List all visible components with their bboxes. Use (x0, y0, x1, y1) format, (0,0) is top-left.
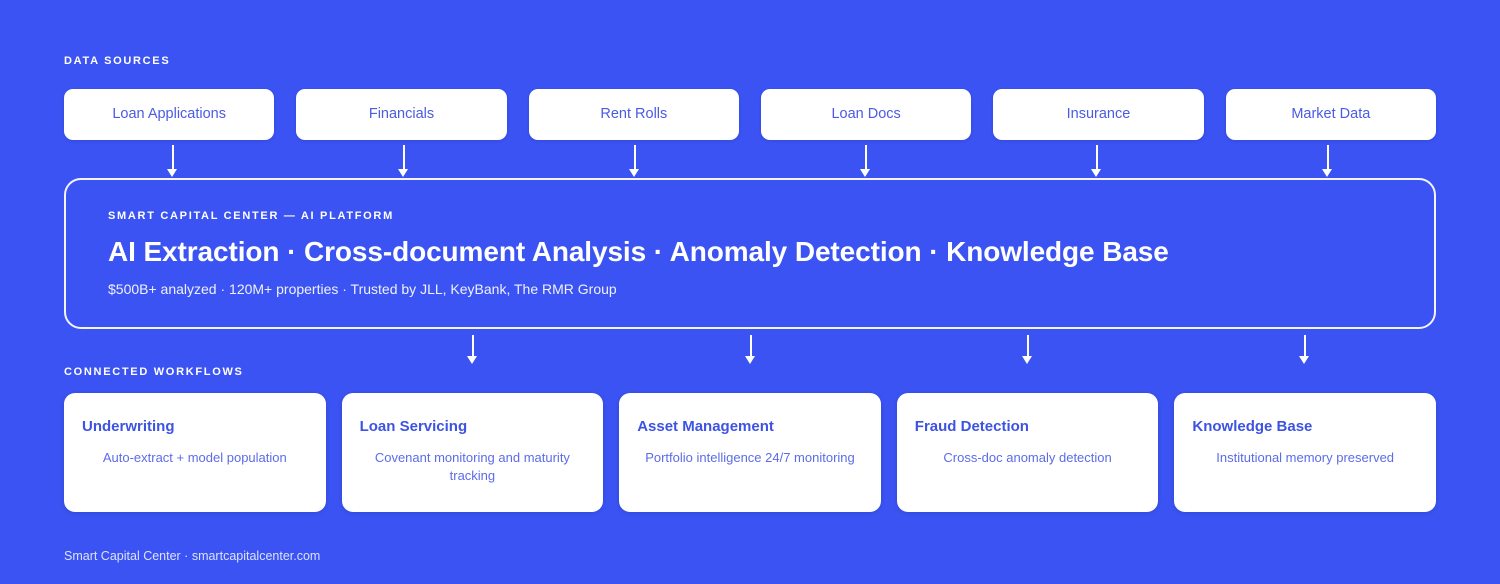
footer-text: Smart Capital Center · smartcapitalcente… (64, 549, 321, 563)
platform-eyebrow: SMART CAPITAL CENTER — AI PLATFORM (108, 210, 394, 222)
platform-meta: $500B+ analyzed · 120M+ properties · Tru… (108, 280, 617, 297)
arrow-down-icon (398, 145, 409, 177)
ai-platform-panel: SMART CAPITAL CENTER — AI PLATFORM AI Ex… (64, 178, 1436, 329)
arrow-down-icon (1022, 335, 1033, 364)
data-source-chip[interactable]: Loan Applications (64, 89, 275, 140)
data-source-chip[interactable]: Rent Rolls (528, 89, 739, 140)
data-source-chip[interactable]: Financials (296, 89, 507, 140)
data-sources-label: DATA SOURCES (64, 55, 171, 67)
workflow-title: Underwriting (82, 418, 175, 435)
workflow-title: Loan Servicing (359, 418, 468, 435)
arrow-down-icon (1322, 145, 1333, 177)
workflow-title: Fraud Detection (914, 418, 1029, 435)
workflow-card[interactable]: Fraud Detection Cross-doc anomaly detect… (896, 393, 1159, 512)
data-sources-row: Loan Applications Financials Rent Rolls … (64, 89, 1436, 140)
workflow-card[interactable]: Loan Servicing Covenant monitoring and m… (341, 393, 604, 512)
arrow-down-icon (860, 145, 871, 177)
workflow-description: Institutional memory preserved (1216, 449, 1395, 465)
data-source-label: Rent Rolls (600, 106, 668, 123)
workflow-card[interactable]: Underwriting Auto-extract + model popula… (64, 393, 326, 512)
workflow-description: Portfolio intelligence 24/7 monitoring (645, 449, 855, 465)
arrow-down-icon (1299, 335, 1310, 364)
workflow-title: Knowledge Base (1192, 418, 1313, 435)
workflow-description: Auto-extract + model population (102, 449, 287, 465)
workflow-title: Asset Management (637, 418, 774, 435)
arrow-down-icon (629, 145, 640, 177)
data-source-label: Insurance (1066, 106, 1131, 123)
platform-headline: AI Extraction · Cross-document Analysis … (108, 236, 1169, 267)
data-source-label: Financials (368, 106, 435, 123)
data-source-chip[interactable]: Market Data (1225, 89, 1436, 140)
data-source-label: Loan Applications (112, 106, 226, 123)
data-source-chip[interactable]: Insurance (993, 89, 1204, 140)
workflow-description: Cross-doc anomaly detection (943, 449, 1112, 465)
arrow-down-icon (745, 335, 756, 364)
workflow-card[interactable]: Knowledge Base Institutional memory pres… (1174, 393, 1436, 512)
connected-workflows-label: CONNECTED WORKFLOWS (64, 366, 244, 378)
workflow-card[interactable]: Asset Management Portfolio intelligence … (619, 393, 881, 512)
arrow-down-icon (1091, 145, 1102, 177)
data-source-chip[interactable]: Loan Docs (760, 89, 972, 140)
data-source-label: Market Data (1291, 106, 1371, 123)
arrow-down-icon (467, 335, 478, 364)
data-source-label: Loan Docs (831, 106, 901, 123)
workflows-row: Underwriting Auto-extract + model popula… (64, 393, 1436, 512)
workflow-description: Covenant monitoring and maturity trackin… (374, 449, 570, 484)
arrow-down-icon (167, 145, 178, 177)
